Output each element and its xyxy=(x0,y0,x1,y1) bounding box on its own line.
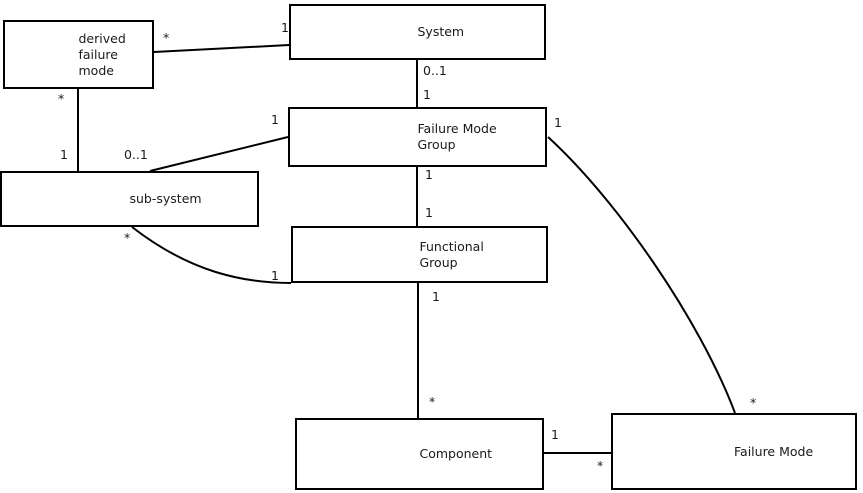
multiplicity-label-system-dfm-one: 1 xyxy=(281,20,289,35)
multiplicity-label-system-fmg-zeroone: 0..1 xyxy=(423,63,447,78)
multiplicity-label-fmg-fg-one: 1 xyxy=(425,167,433,182)
multiplicity-label-subsystem-fg-star: * xyxy=(124,230,131,245)
multiplicity-label-component-fg-star: * xyxy=(429,394,436,409)
class-label-functional-group: Functional Group xyxy=(419,238,484,270)
class-box-component[interactable]: Component xyxy=(295,418,544,490)
class-box-derived-failure-mode[interactable]: derived failure mode xyxy=(3,20,154,89)
class-label-component: Component xyxy=(419,446,493,461)
multiplicity-label-subsystem-dfm-one: 1 xyxy=(60,147,68,162)
multiplicity-label-fm-component-star: * xyxy=(597,458,604,473)
class-label-sub-system: sub-system xyxy=(129,191,202,206)
multiplicity-label-fm-fmg-star: * xyxy=(750,395,757,410)
association-derived-failure-mode-system xyxy=(153,44,290,53)
class-label-derived-failure-mode: derived failure mode xyxy=(78,30,126,78)
class-box-system[interactable]: System xyxy=(289,4,546,60)
class-box-failure-mode[interactable]: Failure Mode xyxy=(611,413,857,490)
multiplicity-label-dfm-system-star: * xyxy=(163,30,170,45)
class-label-failure-mode: Failure Mode xyxy=(734,443,814,459)
class-box-sub-system[interactable]: sub-system xyxy=(0,171,259,227)
multiplicity-label-dfm-subsystem-star: * xyxy=(58,91,65,106)
multiplicity-label-component-fm-one: 1 xyxy=(551,427,559,442)
multiplicity-label-fg-fmg-one: 1 xyxy=(425,205,433,220)
multiplicity-label-fmg-subsystem-one: 1 xyxy=(271,112,279,127)
association-sub-system-failure-mode-group xyxy=(149,136,289,172)
multiplicity-label-fg-component-one: 1 xyxy=(432,289,440,304)
multiplicity-label-fmg-system-one: 1 xyxy=(423,87,431,102)
class-box-failure-mode-group[interactable]: Failure Mode Group xyxy=(288,107,547,167)
class-box-functional-group[interactable]: Functional Group xyxy=(291,226,548,283)
multiplicity-label-fg-subsystem-one: 1 xyxy=(271,268,279,283)
class-label-failure-mode-group: Failure Mode Group xyxy=(417,121,497,152)
multiplicity-label-subsystem-fmg-zeroone: 0..1 xyxy=(124,147,148,162)
association-sub-system-functional-group xyxy=(131,226,292,284)
multiplicity-label-fmg-fm-one: 1 xyxy=(554,115,562,130)
association-failure-mode-group-failure-mode xyxy=(547,136,736,414)
class-label-system: System xyxy=(417,24,465,39)
